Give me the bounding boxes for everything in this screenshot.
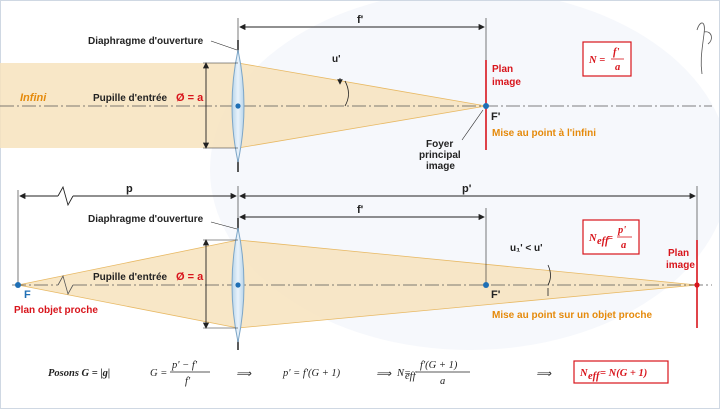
top-diaphragm-label: Diaphragme d'ouverture: [88, 36, 204, 47]
top-focus-label: F': [491, 111, 501, 123]
bottom-pupil-label: Pupille d'entrée: [93, 272, 168, 283]
result-sub: eff: [588, 371, 601, 382]
bottom-p-label: p: [126, 183, 133, 195]
bottom-formula-den: a: [621, 240, 626, 251]
eq3-num: f'(G + 1): [420, 360, 458, 371]
top-focus-point: [483, 103, 489, 109]
bottom-focal-label: f': [357, 204, 364, 216]
eq1-lhs: G =: [150, 368, 167, 379]
eq3-lhs: N: [396, 368, 405, 379]
bottom-plane-label-2: image: [666, 260, 695, 271]
bottom-object-focus-point: [15, 282, 21, 288]
bottom-formula-sub: eff: [597, 236, 610, 247]
bottom-mode-label: Mise au point sur un objet proche: [492, 310, 652, 321]
signature-mark: [696, 22, 712, 75]
eq3-eq: =: [404, 368, 411, 379]
foyer-label-3: image: [426, 161, 455, 172]
top-formula-num: f': [613, 47, 619, 58]
bottom-beam: [18, 240, 697, 328]
posons-text: Posons G = |g|: [48, 368, 110, 379]
object-plane-label: Plan objet proche: [14, 305, 98, 316]
bottom-angle-label: u₁' < u': [510, 243, 543, 254]
top-formula-den: a: [615, 62, 620, 73]
arrow-3: ⟹: [536, 369, 552, 380]
bottom-plane-label-1: Plan: [668, 248, 689, 259]
arrow-2: ⟹: [376, 369, 392, 380]
arrow-1: ⟹: [236, 369, 252, 380]
result-rhs: = N(G + 1): [600, 368, 647, 379]
top-formula-lhs: N =: [588, 55, 605, 66]
bottom-formula-lhs: N: [588, 233, 597, 244]
infinity-label: Infini: [20, 92, 47, 104]
foyer-label-2: principal: [419, 150, 461, 161]
bottom-pprime-label: p': [462, 183, 472, 195]
bottom-panel: [12, 185, 712, 350]
eq1-den: f': [185, 376, 191, 387]
top-mode-label: Mise au point à l'infini: [492, 128, 596, 139]
eq3-den: a: [440, 376, 445, 387]
bottom-diaphragm-label: Diaphragme d'ouverture: [88, 214, 204, 225]
top-plane-label-1: Plan: [492, 64, 513, 75]
top-angle-label: u': [332, 54, 341, 65]
eq3-sub: eff: [405, 371, 418, 382]
bottom-object-focus-label: F: [24, 289, 31, 301]
bottom-image-focus-point: [483, 282, 489, 288]
top-focal-label: f': [357, 14, 364, 26]
result-formula-box: [573, 360, 669, 384]
result-lhs: N: [579, 368, 588, 379]
bottom-pupil-symbol: Ø = a: [176, 271, 204, 283]
eq2-text: p' = f'(G + 1): [282, 368, 341, 379]
top-pupil-symbol: Ø = a: [176, 92, 204, 104]
bottom-formula-num: p': [617, 225, 626, 236]
equation-row: [170, 360, 669, 384]
bottom-formula-eq: =: [607, 233, 613, 244]
top-pupil-label: Pupille d'entrée: [93, 93, 168, 104]
eq1-num: p' − f': [171, 360, 198, 371]
top-panel: [0, 18, 712, 172]
top-plane-label-2: image: [492, 77, 521, 88]
foyer-label-1: Foyer: [426, 139, 453, 150]
bottom-image-focus-label: F': [491, 289, 501, 301]
